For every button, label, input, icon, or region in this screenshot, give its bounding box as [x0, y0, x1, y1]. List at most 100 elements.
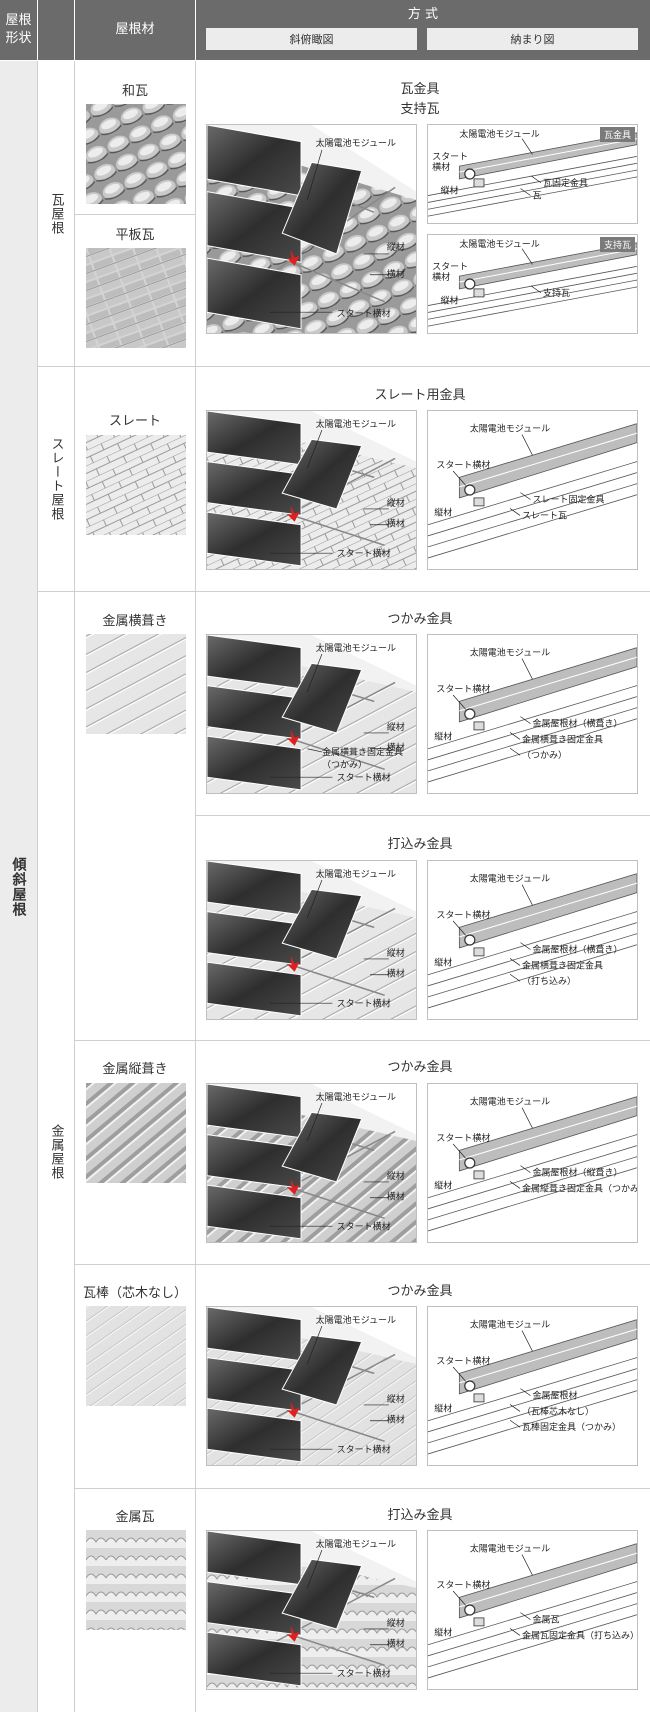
detail-shijigawara: 太陽電池モジュールスタート横材縦材支持瓦支持瓦	[427, 234, 638, 334]
label-module: 太陽電池モジュール	[316, 868, 396, 880]
swatch-kinzoku-tate	[86, 1083, 186, 1183]
solar-module-lifted	[281, 1111, 363, 1183]
group-kawara: 瓦屋根	[38, 61, 74, 366]
perspective-kawara: 太陽電池モジュール縦材横材スタート横材	[206, 124, 417, 334]
roof-section	[428, 1357, 637, 1455]
install-arrow	[286, 505, 300, 522]
label-component: 金属屋根材（縦葺き）	[533, 1167, 623, 1179]
label-module: 太陽電池モジュール	[470, 647, 550, 659]
label-horizontal-rail: 横材	[387, 967, 405, 979]
label-vertical-rail: 縦材	[387, 241, 405, 253]
install-arrow	[286, 729, 300, 746]
detail-yoko-tsukami: 太陽電池モジュールスタート横材縦材金属屋根材（横葺き）金属横葺き固定金具（つかみ…	[427, 634, 638, 794]
header-detail: 納まり図	[427, 28, 638, 50]
perspective-yoko-tsukami: 太陽電池モジュール縦材横材金属横葺き固定金具（つかみ）スタート横材	[206, 634, 417, 794]
install-arrow	[286, 1178, 300, 1195]
fastener	[473, 721, 485, 731]
solar-module-lifted	[281, 438, 363, 510]
label-component: 瓦	[533, 191, 542, 202]
roof-section	[428, 685, 637, 783]
solar-module	[207, 191, 302, 263]
detail-kawara-kanagu: 太陽電池モジュールスタート横材縦材瓦固定金具瓦瓦金具	[427, 124, 638, 224]
material-kinzoku-yoko: 金属横葺き	[102, 614, 168, 629]
group-label: スレート屋根	[48, 437, 64, 521]
roof-section	[428, 461, 637, 559]
material-kinzoku-gawara: 金属瓦	[115, 1510, 155, 1525]
group-metal: 金属屋根	[38, 592, 74, 1712]
swatch-kinzoku-gawara	[86, 1530, 186, 1630]
label-module: 太陽電池モジュール	[316, 1538, 396, 1550]
label-module: 太陽電池モジュール	[470, 1543, 550, 1555]
method-title-slate: スレート用金具	[374, 388, 466, 403]
group-slate: スレート屋根	[38, 367, 74, 591]
rail-end	[464, 708, 476, 720]
fastener	[473, 497, 485, 507]
label-vertical-rail: 縦材	[434, 956, 452, 968]
label-component: 金属屋根材（横葺き）	[533, 718, 623, 730]
fastener	[473, 1393, 485, 1403]
fastener	[473, 1617, 485, 1627]
rail-end	[464, 1380, 476, 1392]
roof-section	[428, 265, 637, 327]
label-vertical-rail: 縦材	[441, 295, 459, 307]
solar-module-lifted	[281, 161, 363, 255]
solar-module	[207, 911, 302, 966]
label-start-rail: 横材	[432, 271, 450, 283]
header-perspective: 斜俯瞰図	[206, 28, 417, 50]
label-module: 太陽電池モジュール	[459, 238, 539, 250]
header-roof-shape: 屋根 形状	[0, 0, 37, 60]
label-component: 金属屋根材（横葺き）	[533, 944, 623, 956]
perspective-kawarabo: 太陽電池モジュール縦材横材スタート横材	[206, 1306, 417, 1466]
solar-module	[207, 1581, 302, 1636]
label-module: 太陽電池モジュール	[316, 1314, 396, 1326]
label-fastener-type: （つかみ）	[322, 760, 367, 771]
fastener	[473, 178, 485, 188]
rail-end	[464, 1604, 476, 1616]
install-arrow	[286, 249, 300, 266]
label-component: （つかみ）	[522, 750, 567, 761]
label-start-rail: スタート横材	[337, 547, 391, 559]
detail-kinzoku-gawara: 太陽電池モジュールスタート横材縦材金属瓦金属瓦固定金具（打ち込み）	[427, 1530, 638, 1690]
install-arrow	[286, 955, 300, 972]
header-method: 方 式	[407, 7, 439, 22]
label-start-rail: スタート横材	[337, 997, 391, 1009]
label-start-rail: スタート横材	[436, 909, 490, 921]
roof-section	[428, 911, 637, 1009]
method-title-row: 打込み金具	[387, 1508, 453, 1523]
label-module: 太陽電池モジュール	[470, 873, 550, 885]
solar-module	[207, 461, 302, 516]
rail-end	[464, 278, 476, 290]
fastener	[473, 947, 485, 957]
swatch-wagawara	[86, 104, 186, 204]
label-module: 太陽電池モジュール	[470, 423, 550, 435]
roof-shape-label: 傾斜屋根	[10, 856, 27, 917]
solar-module	[207, 735, 302, 791]
label-vertical-rail: 縦材	[387, 947, 405, 959]
header-blank	[38, 0, 74, 60]
solar-module	[207, 1184, 302, 1240]
swatch-slate	[86, 435, 186, 535]
label-component: 金属屋根材	[533, 1390, 578, 1402]
label-start-rail: スタート横材	[436, 1579, 490, 1591]
label-component: スレート瓦	[522, 510, 567, 521]
method-title-row: つかみ金具	[387, 1284, 453, 1299]
label-start-rail: スタート横材	[436, 1355, 490, 1367]
solar-module-section	[458, 1096, 637, 1172]
label-module: 太陽電池モジュール	[470, 1319, 550, 1331]
solar-module-section	[458, 1543, 637, 1619]
label-start-rail: 横材	[432, 161, 450, 173]
detail-slate: 太陽電池モジュールスタート横材縦材スレート固定金具スレート瓦	[427, 410, 638, 570]
label-vertical-rail: 縦材	[387, 1393, 405, 1405]
detail-tag: 支持瓦	[599, 237, 635, 252]
label-horizontal-rail: 横材	[387, 741, 405, 753]
label-component: 瓦棒固定金具（つかみ）	[522, 1421, 621, 1433]
label-module: 太陽電池モジュール	[459, 128, 539, 140]
material-slate: スレート	[108, 414, 161, 429]
label-start-rail: スタート横材	[337, 1667, 391, 1679]
label-horizontal-rail: 横材	[387, 1190, 405, 1202]
label-horizontal-rail: 横材	[387, 268, 405, 280]
label-component: 金属横葺き固定金具	[522, 959, 603, 971]
solar-module-section	[458, 647, 637, 723]
solar-module-lifted	[281, 1558, 363, 1630]
swatch-kawarabo	[86, 1306, 186, 1406]
